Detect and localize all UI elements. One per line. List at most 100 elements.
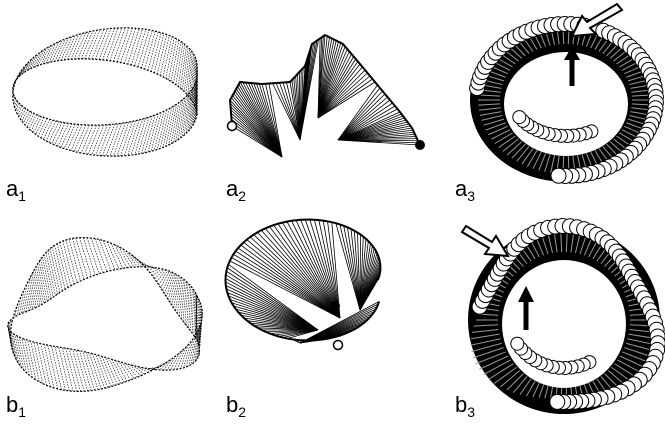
mesh-line [532,382,540,398]
ruling-line [180,344,189,369]
mesh-line [470,338,501,346]
mesh-line [483,118,505,126]
ruling-line [115,360,128,382]
ruling-line [118,361,131,381]
a3-open-arrow [570,2,624,38]
ruling-line [59,242,72,286]
ruling-line [176,278,183,314]
mesh-line [485,122,506,131]
ruling-line [54,346,66,391]
ruling-line [40,343,51,387]
ruling-line [147,31,159,71]
ruling-line [135,258,148,268]
ruling-line [109,27,123,61]
ruling-line [190,287,193,331]
ruling-line [37,263,46,303]
fan-ray [337,87,381,141]
fan-ray [317,39,335,119]
ribbon-edge-lower [7,266,201,371]
fan-ray [277,223,341,319]
fan-ray [343,225,361,311]
ruling-line [19,337,27,373]
fan-ray [359,238,367,311]
mesh-line [483,359,511,376]
fan-ray [261,83,283,158]
b3-open-arrow [460,224,510,258]
fan-ray [275,82,301,141]
fan-ray [317,61,359,119]
fan-outline [224,218,382,342]
ruling-line [193,291,196,336]
ruling-line [24,288,30,311]
ruling-line [28,54,37,70]
mesh-line [550,386,554,399]
ruling-line [8,329,15,355]
ruling-line [30,115,40,131]
ruling-line [173,276,180,309]
fan-ray [231,125,283,158]
ruling-line [24,339,33,378]
bead [550,167,567,184]
panel-label-a1: a1 [6,176,26,204]
ruling-line [134,117,147,155]
ruling-line [180,280,186,319]
panel-b3-bead-ring [468,218,665,414]
ruling-line [7,327,12,348]
fan-outline [228,33,421,146]
ribbon-edge-upper [12,58,198,126]
ruling-line [67,34,80,60]
ruling-line [70,124,83,151]
ruling-line [175,42,184,85]
ruling-line [56,243,69,288]
fan-ray [229,99,283,158]
ruling-line [48,41,60,63]
fan-ray [317,37,330,119]
ruling-line [166,355,177,371]
fan-ray [317,40,337,119]
fan-ray [317,78,373,119]
ruling-line [51,40,63,62]
fan-ray [264,228,341,319]
mesh-line [513,376,528,393]
fan-ray [317,58,357,119]
fan-ray [279,82,301,141]
ruling-line [40,259,50,300]
solid-end-marker [415,140,425,150]
ruling-line [191,83,196,127]
ruling-line [63,123,76,149]
ruling-line [72,238,85,280]
ruling-line [194,326,201,362]
ruling-line [194,62,198,107]
mesh-line [550,155,556,173]
ruling-line [20,64,27,76]
ruling-line [85,352,99,390]
ruling-line [14,334,22,368]
ribbon-edge-lower [12,27,198,157]
ruling-line [182,281,187,321]
ruling-line [27,282,33,310]
ruling-line [159,360,170,371]
mesh-line [544,154,551,172]
ruling-line [94,238,108,272]
ruling-line [47,345,59,389]
ruling-line [129,253,142,268]
mesh-line [494,132,513,144]
ruling-line [49,248,61,293]
fan-ray [359,241,369,311]
ruling-line [84,125,97,154]
fan-ray [359,236,364,311]
ruling-line [167,273,176,300]
fan-ray [260,230,341,319]
ruling-line [188,86,194,131]
fan-ray [317,38,333,119]
ruling-line [190,55,195,99]
ruling-line [192,329,199,364]
mesh-line [471,328,499,333]
ruling-line [185,50,192,94]
ruling-line [144,31,156,70]
ruling-line [116,121,130,157]
fan-ray [337,96,388,141]
ruling-line [152,268,163,277]
fan-ray [353,230,361,311]
fan-ray [253,234,341,319]
